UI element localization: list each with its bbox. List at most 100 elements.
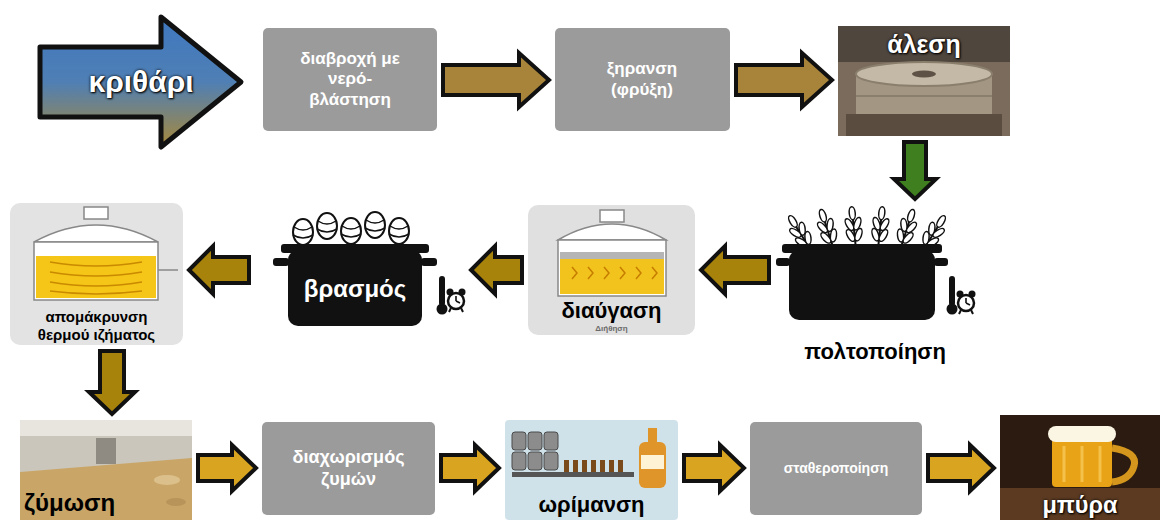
beer-photo bbox=[1000, 415, 1160, 520]
boil-pot-icon bbox=[273, 212, 466, 326]
icon-step: απομάκρυνση θερμού ιζήματος bbox=[10, 203, 183, 345]
step-label: ζύμωση bbox=[24, 489, 115, 518]
text-area: διαύγασηΔιήθηση bbox=[532, 297, 691, 334]
beer-photo bbox=[1000, 415, 1160, 520]
step-label: απομάκρυνση θερμού ιζήματος bbox=[21, 308, 172, 344]
maturation-icon bbox=[600, 460, 605, 472]
mash-pot-icon bbox=[776, 258, 790, 266]
text-area: ζύμωση bbox=[24, 476, 148, 518]
boil-pot-icon bbox=[293, 219, 313, 245]
maturation-icon bbox=[639, 442, 666, 488]
text-area: άλεση bbox=[844, 30, 1004, 60]
beer-photo bbox=[1112, 448, 1135, 482]
step-sublabel: Διήθηση bbox=[595, 324, 627, 334]
whirlpool-icon bbox=[10, 203, 183, 345]
step-label: ωρίμανση bbox=[538, 492, 644, 518]
whirlpool-icon bbox=[158, 269, 178, 271]
flow-arrow bbox=[894, 142, 936, 199]
maturation-icon bbox=[512, 452, 526, 470]
icon-step: βρασμός bbox=[255, 205, 465, 335]
lauter-tun-icon bbox=[528, 205, 695, 335]
mash-pot-icon bbox=[947, 276, 958, 315]
maturation-icon bbox=[618, 460, 623, 472]
fermentation-photo bbox=[20, 420, 192, 520]
boil-pot-icon bbox=[273, 258, 289, 266]
beer-photo bbox=[1000, 488, 1160, 520]
fermentation-photo bbox=[20, 458, 192, 520]
boil-pot-icon bbox=[437, 276, 448, 315]
millstone-photo bbox=[846, 114, 1002, 136]
lauter-tun-icon bbox=[600, 210, 624, 222]
mash-pot-icon bbox=[957, 291, 976, 315]
mash-pot-icon bbox=[789, 250, 935, 320]
photo-step: άλεση bbox=[838, 26, 1010, 136]
fermentation-photo bbox=[20, 420, 192, 436]
whirlpool-icon bbox=[10, 203, 183, 345]
millstone-photo bbox=[856, 62, 992, 86]
maturation-icon bbox=[609, 460, 614, 472]
flow-arrow bbox=[198, 445, 256, 491]
fermentation-photo bbox=[96, 438, 116, 464]
text-area: απομάκρυνση θερμού ιζήματος bbox=[21, 303, 172, 344]
flow-arrow bbox=[736, 53, 832, 107]
process-box: διαχωρισμός ζυμών bbox=[262, 422, 435, 515]
maturation-icon bbox=[641, 455, 664, 469]
flow-arrow bbox=[684, 445, 744, 491]
flow-arrow bbox=[189, 246, 249, 294]
millstone-photo bbox=[838, 62, 1010, 136]
icon-step: πολτοποίηση bbox=[775, 205, 975, 365]
step-label: άλεση bbox=[887, 30, 960, 60]
process-box: ξηρανση (φρύξη) bbox=[555, 28, 730, 131]
flow-arrow bbox=[471, 246, 522, 294]
boil-pot-icon bbox=[341, 218, 361, 244]
millstone-photo bbox=[838, 26, 1010, 136]
input-arrow: κριθάρι bbox=[36, 12, 246, 152]
whirlpool-icon bbox=[36, 256, 156, 298]
boil-pot-icon bbox=[447, 289, 466, 313]
text-area: βρασμός bbox=[288, 252, 422, 326]
icon-step: ωρίμανση bbox=[505, 420, 678, 520]
whirlpool-icon bbox=[50, 262, 142, 294]
arrow-outline bbox=[40, 17, 241, 147]
step-label: ξηρανση (φρύξη) bbox=[587, 59, 697, 100]
photo-step: ζύμωση bbox=[20, 420, 192, 520]
flow-arrow bbox=[928, 445, 994, 491]
millstone-photo bbox=[838, 26, 1010, 136]
icon-step: διαύγασηΔιήθηση bbox=[528, 205, 695, 335]
beer-photo bbox=[1052, 438, 1112, 487]
text-area: ωρίμανση bbox=[509, 492, 674, 519]
boil-pot-icon bbox=[317, 213, 337, 239]
lauter-tun-icon bbox=[560, 252, 664, 259]
boil-pot-icon bbox=[365, 212, 385, 238]
flow-arrow bbox=[701, 246, 769, 294]
maturation-icon bbox=[648, 428, 657, 444]
text-area: διαβροχή με νερό- βλάστηση bbox=[285, 34, 415, 125]
maturation-icon bbox=[528, 452, 542, 470]
step-label: διαχωρισμός ζυμών bbox=[273, 447, 424, 490]
step-label: πολτοποίηση bbox=[804, 339, 946, 365]
flow-arrow bbox=[443, 53, 549, 107]
maturation-icon bbox=[512, 472, 634, 477]
mash-pot-icon bbox=[842, 206, 865, 250]
maturation-icon bbox=[573, 460, 578, 472]
text-area: διαχωρισμός ζυμών bbox=[273, 426, 424, 511]
whirlpool-icon bbox=[34, 225, 158, 242]
millstone-photo bbox=[856, 95, 992, 97]
maturation-icon bbox=[564, 460, 569, 472]
fermentation-photo bbox=[154, 475, 180, 485]
mash-pot-icon bbox=[934, 258, 948, 266]
lauter-tun-icon bbox=[558, 240, 666, 296]
lauter-tun-icon bbox=[572, 267, 657, 279]
text-area: ξηρανση (φρύξη) bbox=[587, 34, 697, 125]
process-box: διαβροχή με νερό- βλάστηση bbox=[263, 28, 437, 131]
maturation-icon bbox=[591, 460, 596, 472]
step-label: διαύγαση bbox=[561, 298, 661, 324]
maturation-icon bbox=[582, 460, 587, 472]
step-label: βρασμός bbox=[304, 275, 407, 304]
maturation-icon bbox=[512, 432, 526, 450]
maturation-icon bbox=[505, 420, 678, 520]
maturation-icon bbox=[528, 432, 542, 450]
step-label: διαβροχή με νερό- βλάστηση bbox=[285, 49, 415, 110]
text-area: κριθάρι bbox=[56, 47, 226, 117]
